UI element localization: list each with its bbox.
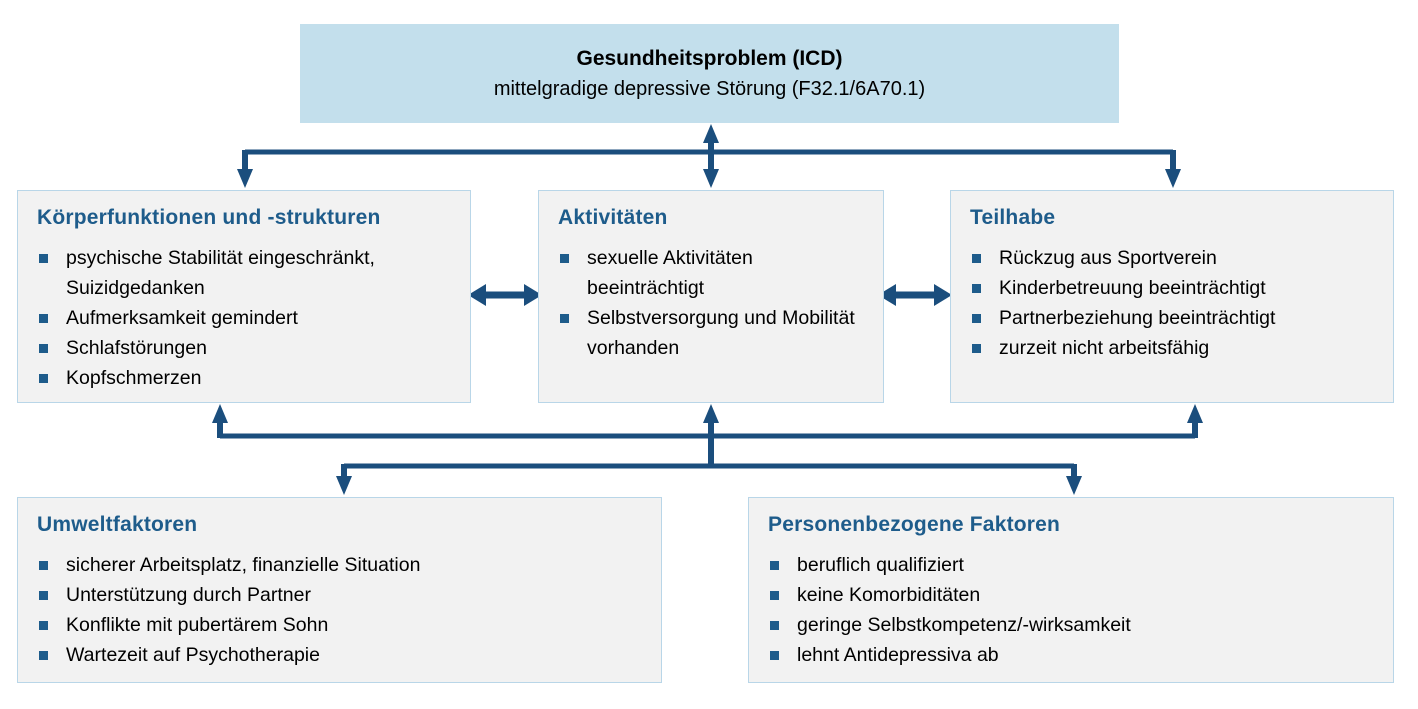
- bullet-text: Konflikte mit pubertärem Sohn: [66, 614, 329, 636]
- bullet-text: lehnt Antidepressiva ab: [797, 644, 999, 666]
- body-functions-list: psychische Stabilität eingeschränkt, Sui…: [37, 243, 460, 393]
- arrowhead-up-icon: [703, 124, 719, 143]
- bullet-text: Aufmerksamkeit gemindert: [66, 307, 298, 329]
- bullet-square-icon: [770, 561, 779, 570]
- arrowhead-up-icon: [212, 404, 228, 423]
- bottom-connector: [212, 404, 1203, 495]
- health-problem-title: Gesundheitsproblem (ICD): [576, 46, 843, 70]
- bullet-item: sicherer Arbeitsplatz, finanzielle Situa…: [37, 550, 651, 580]
- environmental-factors-box: Umweltfaktoren sicherer Arbeitsplatz, fi…: [17, 497, 662, 683]
- bullet-text: Schlafstörungen: [66, 337, 207, 359]
- bullet-text: Wartezeit auf Psychotherapie: [66, 644, 320, 666]
- bullet-text: beruflich qualifiziert: [797, 554, 964, 576]
- bullet-item: keine Komorbiditäten: [768, 580, 1383, 610]
- bullet-square-icon: [560, 254, 569, 263]
- activities-box: Aktivitäten sexuelle Aktivitäten beeintr…: [538, 190, 884, 403]
- bullet-square-icon: [972, 284, 981, 293]
- personal-factors-heading: Personenbezogene Faktoren: [768, 513, 1061, 536]
- bullet-text: keine Komorbiditäten: [797, 584, 981, 606]
- bullet-item: Unterstützung durch Partner: [37, 580, 651, 610]
- bullet-square-icon: [560, 314, 569, 323]
- bullet-square-icon: [770, 651, 779, 660]
- bullet-text: Unterstützung durch Partner: [66, 584, 311, 606]
- environmental-factors-heading: Umweltfaktoren: [37, 513, 198, 536]
- bullet-item: Kopfschmerzen: [37, 363, 460, 393]
- bullet-square-icon: [39, 374, 48, 383]
- bullet-text: sexuelle Aktivitäten beeinträchtigt: [587, 247, 753, 299]
- bullet-text: Partnerbeziehung beeinträchtigt: [999, 307, 1276, 329]
- arrowhead-up-icon: [1187, 404, 1203, 423]
- arrowhead-down-icon: [1165, 169, 1181, 188]
- bullet-item: Rückzug aus Sportverein: [970, 243, 1383, 273]
- health-problem-subtitle: mittelgradige depressive Störung (F32.1/…: [493, 77, 926, 100]
- bullet-item: Konflikte mit pubertärem Sohn: [37, 610, 651, 640]
- arrowhead-up-icon: [703, 404, 719, 423]
- bullet-item: Schlafstörungen: [37, 333, 460, 363]
- bullet-item: lehnt Antidepressiva ab: [768, 640, 1383, 670]
- bullet-item: beruflich qualifiziert: [768, 550, 1383, 580]
- personal-factors-list: beruflich qualifiziert keine Komorbidität…: [768, 550, 1383, 670]
- arrowhead-down-icon: [336, 476, 352, 495]
- bullet-square-icon: [39, 591, 48, 600]
- environmental-factors-list: sicherer Arbeitsplatz, finanzielle Situa…: [37, 550, 651, 670]
- bullet-item: Selbstversorgung und Mobilität vorhanden: [558, 303, 873, 363]
- bullet-text: Selbstversorgung und Mobilität vorhanden: [587, 307, 855, 359]
- participation-heading: Teilhabe: [970, 206, 1056, 229]
- bullet-item: Aufmerksamkeit gemindert: [37, 303, 460, 333]
- bullet-square-icon: [972, 314, 981, 323]
- body-functions-box: Körperfunktionen und -strukturen psychis…: [17, 190, 471, 403]
- bullet-square-icon: [972, 344, 981, 353]
- bullet-text: zurzeit nicht arbeitsfähig: [999, 337, 1210, 359]
- bullet-item: psychische Stabilität eingeschränkt, Sui…: [37, 243, 460, 303]
- bullet-item: geringe Selbstkompetenz/-wirksamkeit: [768, 610, 1383, 640]
- bullet-text: psychische Stabilität eingeschränkt, Sui…: [66, 247, 375, 299]
- bullet-square-icon: [39, 314, 48, 323]
- bullet-square-icon: [39, 651, 48, 660]
- arrowhead-down-icon: [237, 169, 253, 188]
- arrowhead-down-icon: [703, 169, 719, 188]
- bullet-item: zurzeit nicht arbeitsfähig: [970, 333, 1383, 363]
- health-problem-box: Gesundheitsproblem (ICD) mittelgradige d…: [300, 24, 1119, 123]
- bullet-square-icon: [972, 254, 981, 263]
- bullet-item: Partnerbeziehung beeinträchtigt: [970, 303, 1383, 333]
- bullet-text: Kinderbetreuung beeinträchtigt: [999, 277, 1266, 299]
- bullet-square-icon: [770, 621, 779, 630]
- personal-factors-box: Personenbezogene Faktoren beruflich qual…: [748, 497, 1394, 683]
- bullet-text: Rückzug aus Sportverein: [999, 247, 1217, 269]
- bullet-text: geringe Selbstkompetenz/-wirksamkeit: [797, 614, 1131, 636]
- bullet-item: Kinderbetreuung beeinträchtigt: [970, 273, 1383, 303]
- arrowhead-down-icon: [1066, 476, 1082, 495]
- bullet-square-icon: [39, 254, 48, 263]
- bullet-square-icon: [39, 561, 48, 570]
- bullet-square-icon: [770, 591, 779, 600]
- bullet-text: Kopfschmerzen: [66, 367, 202, 389]
- bullet-square-icon: [39, 621, 48, 630]
- bullet-item: sexuelle Aktivitäten beeinträchtigt: [558, 243, 873, 303]
- bullet-text: sicherer Arbeitsplatz, finanzielle Situa…: [66, 554, 421, 576]
- bullet-item: Wartezeit auf Psychotherapie: [37, 640, 651, 670]
- top-connector: [237, 124, 1181, 188]
- body-functions-heading: Körperfunktionen und -strukturen: [37, 206, 381, 229]
- activities-heading: Aktivitäten: [558, 206, 668, 229]
- bullet-square-icon: [39, 344, 48, 353]
